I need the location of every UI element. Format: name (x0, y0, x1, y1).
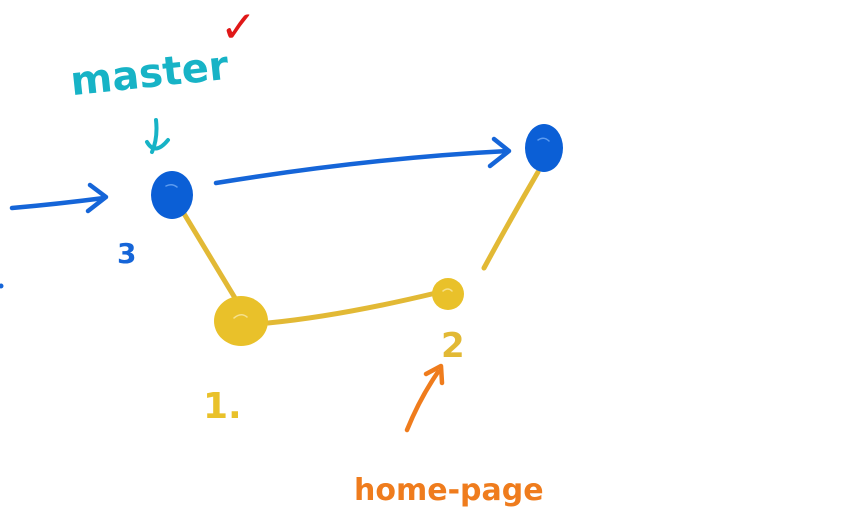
merge-arrow (213, 136, 512, 186)
commit-number-1: 1. (203, 386, 242, 427)
commit-number-2: 2 (441, 326, 465, 366)
incoming-arrow (9, 182, 109, 214)
commit-node-yellow-1 (214, 296, 268, 346)
edge-blue3-to-yellow1 (180, 209, 238, 301)
branch-label-home-page: home-page (354, 473, 544, 508)
master-label: master (68, 43, 231, 105)
check-mark: ✓ (220, 2, 257, 53)
commit-node-yellow-2 (432, 278, 464, 310)
commit-number-3: 3 (117, 237, 136, 270)
edge-yellow1-to-yellow2 (265, 290, 439, 326)
commit-node-blue-3 (151, 171, 193, 219)
master-pointer-arrow (145, 118, 170, 154)
edge-yellow2-to-blue-right (481, 169, 541, 271)
commit-node-blue-right (525, 124, 563, 172)
edge-dot (0, 283, 4, 289)
home-page-pointer-arrow (404, 363, 445, 433)
